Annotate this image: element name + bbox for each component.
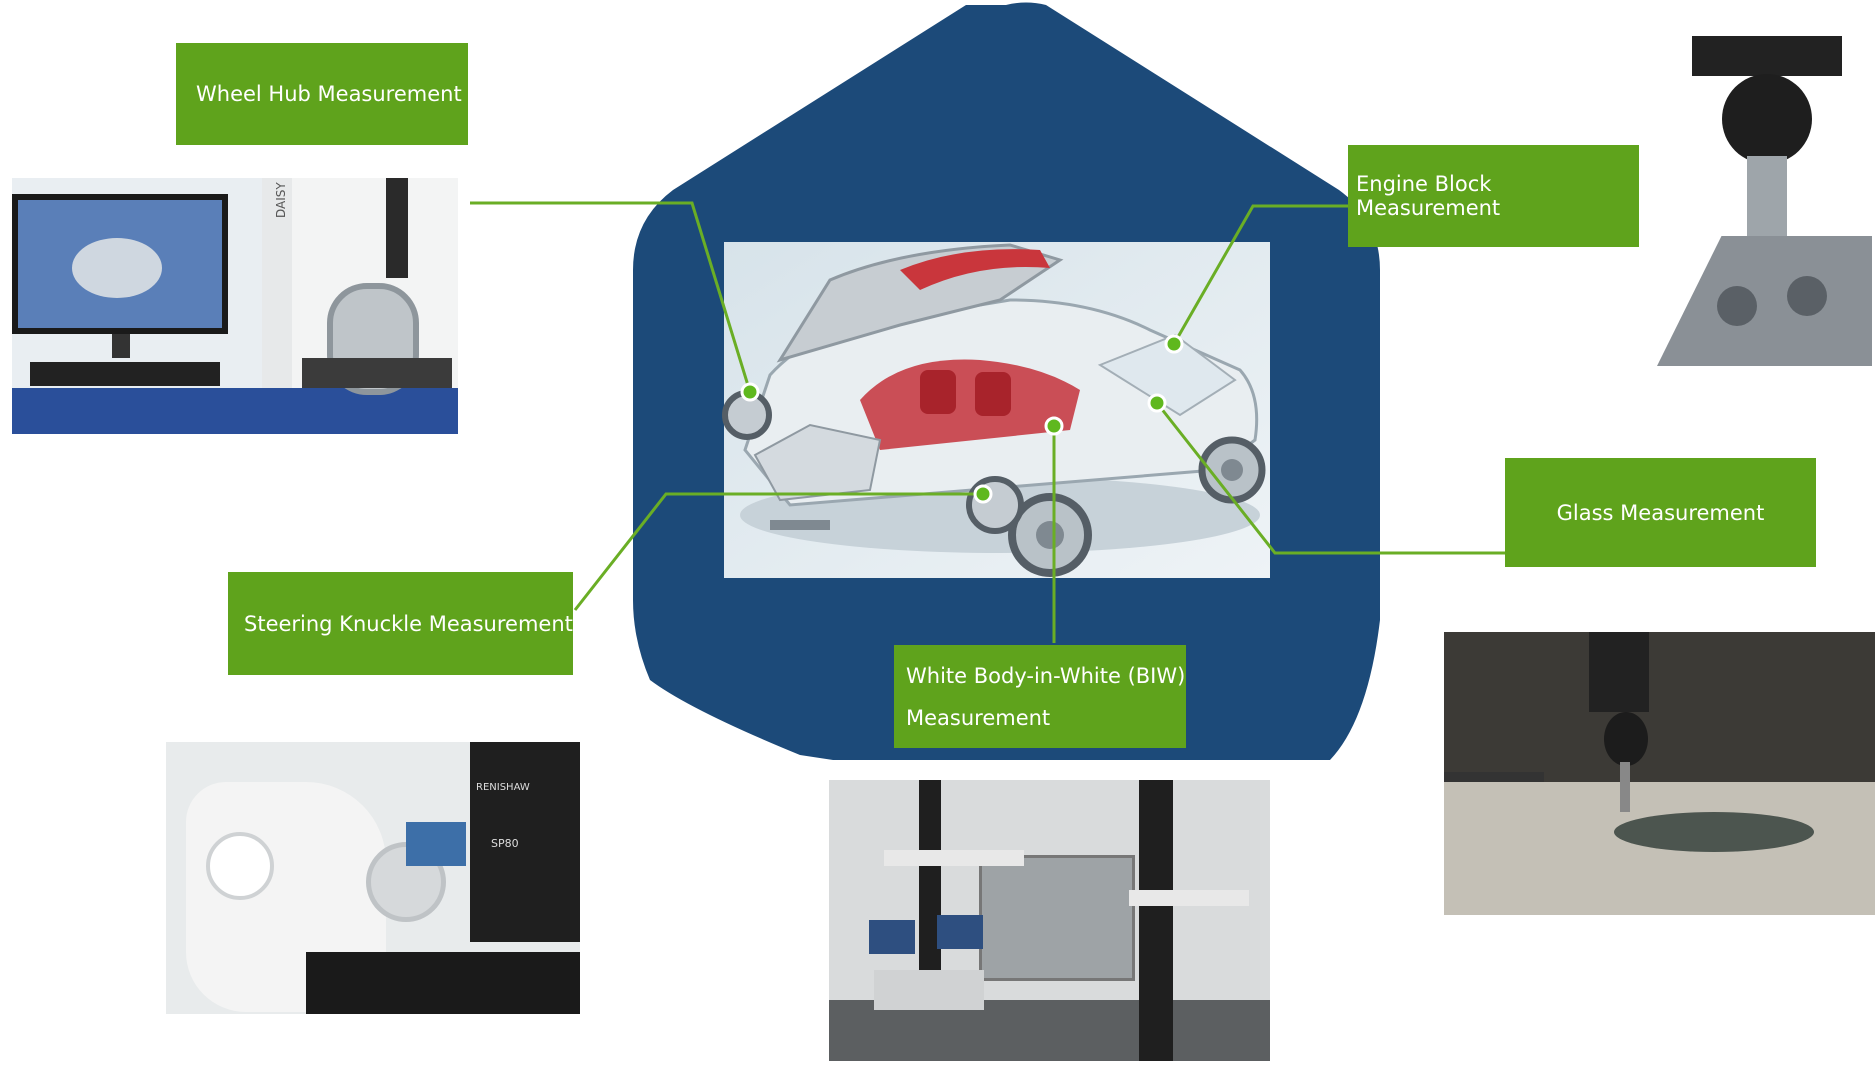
connector-points xyxy=(740,334,1184,504)
connector-lines xyxy=(470,201,1505,643)
photo-wheel-hub: DAISY xyxy=(12,178,458,434)
sp80-text: SP80 xyxy=(491,837,519,850)
daisy-text: DAISY xyxy=(274,182,288,218)
label-steering-knuckle-text: Steering Knuckle Measurement xyxy=(244,611,573,636)
renishaw-text: RENISHAW xyxy=(476,782,530,793)
label-engine-block-text: Engine Block Measurement xyxy=(1356,172,1501,220)
photo-biw xyxy=(829,780,1270,1061)
label-biw-text-line1: White Body-in-White (BIW) xyxy=(906,663,1186,688)
label-wheel-hub: Wheel Hub Measurement xyxy=(176,43,468,145)
label-glass-text: Glass Measurement xyxy=(1556,500,1765,525)
label-wheel-hub-text: Wheel Hub Measurement xyxy=(196,82,462,106)
photo-engine-block xyxy=(1657,36,1872,366)
photo-glass xyxy=(1444,632,1875,915)
point-steering-knuckle xyxy=(973,484,993,504)
point-biw xyxy=(1044,416,1064,436)
connector-steering-knuckle xyxy=(573,492,983,611)
connector-engine-block xyxy=(1172,204,1348,345)
point-engine-block xyxy=(1164,334,1184,354)
label-glass: Glass Measurement xyxy=(1505,458,1816,567)
connector-glass xyxy=(1155,402,1505,555)
label-engine-block: Engine Block Measurement xyxy=(1348,145,1639,247)
label-steering-knuckle: Steering Knuckle Measurement xyxy=(228,572,573,675)
connector-wheel-hub xyxy=(470,201,752,393)
label-biw-text-line2: Measurement xyxy=(906,705,1051,730)
point-glass xyxy=(1147,393,1167,413)
car-cutaway-image xyxy=(722,242,1270,578)
label-biw: White Body-in-White (BIW) Measurement xyxy=(894,645,1186,748)
photo-steering-knuckle: RENISHAW SP80 xyxy=(166,742,580,1014)
point-wheel-hub xyxy=(740,382,760,402)
